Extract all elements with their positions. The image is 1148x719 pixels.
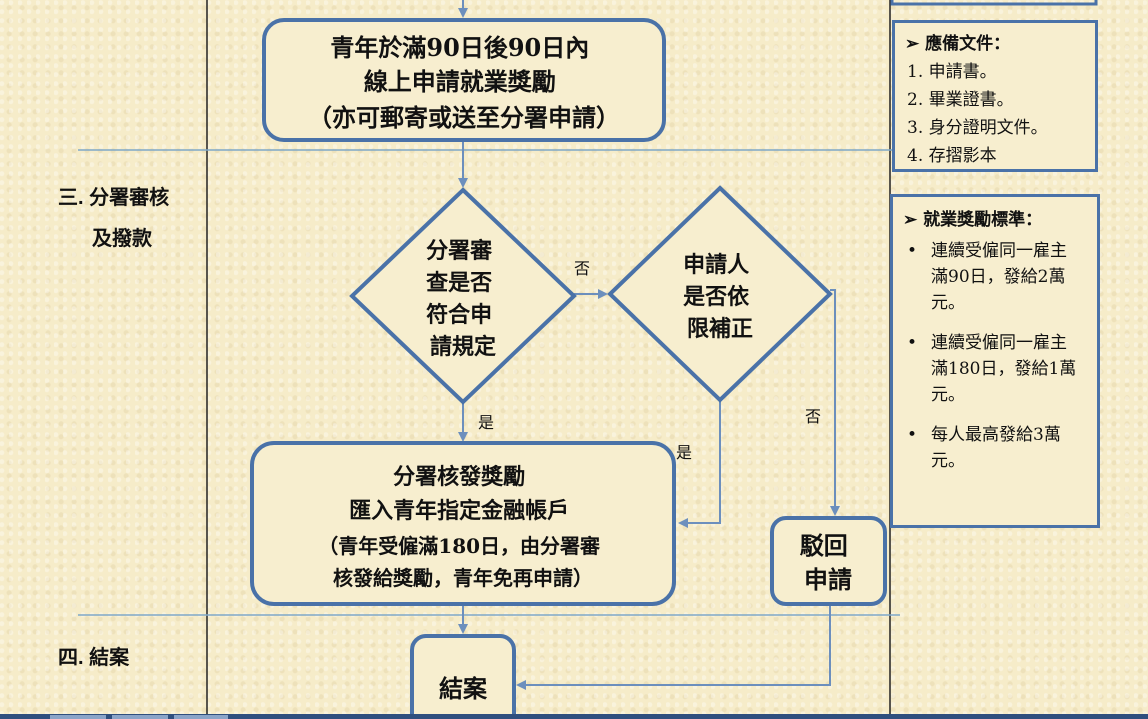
bullet-icon: • bbox=[907, 425, 918, 445]
apply-line-3: （亦可郵寄或送至分署申請） bbox=[308, 103, 620, 132]
stage-label-review-2: 及撥款 bbox=[92, 226, 153, 250]
standard-text: 連續受僱同一雇主滿90日，發給2萬元。 bbox=[931, 241, 1067, 313]
svg-text:青年於滿90日後90日內 線上申請就業獎勵: 青年於滿90日後90日內 線上申請就業獎勵 （亦可郵寄或送至分署申請） bbox=[308, 33, 620, 132]
previous-box-edge bbox=[890, 0, 1098, 6]
bullet-icon: • bbox=[907, 241, 918, 261]
bullet-icon: • bbox=[907, 333, 918, 353]
required-documents-list: 1. 申請書。 2. 畢業證書。 3. 身分證明文件。 4. 存摺影本 bbox=[895, 58, 1095, 170]
svg-text:分署審 查是否 符合申 請規定: 分署審 查是否 符合申 請規定 bbox=[426, 238, 500, 360]
taskbar-button[interactable] bbox=[112, 715, 168, 719]
standard-item: • 連續受僱同一雇主滿90日，發給2萬元。 bbox=[907, 238, 1097, 316]
standard-item: • 連續受僱同一雇主滿180日，發給1萬元。 bbox=[907, 330, 1097, 408]
incentive-standards-list: • 連續受僱同一雇主滿90日，發給2萬元。 • 連續受僱同一雇主滿180日，發給1萬… bbox=[893, 238, 1097, 474]
required-documents-box: ➢ 應備文件： 1. 申請書。 2. 畢業證書。 3. 身分證明文件。 4. 存… bbox=[892, 20, 1098, 172]
reject-line-2: 申請 bbox=[804, 565, 852, 594]
document-item: 3. 身分證明文件。 bbox=[907, 118, 1048, 138]
standard-item: • 每人最高發給3萬元。 bbox=[907, 422, 1097, 474]
label-review-yes: 是 bbox=[478, 413, 494, 432]
svg-text:分署核發獎勵 匯入青年指定金融帳戶 （青年受: 分署核發獎勵 匯入青年指定金融帳戶 （青年受僱滿180日，由分署審 核發給獎勵，… bbox=[318, 464, 607, 590]
arrow-reject-to-close bbox=[516, 606, 831, 690]
issue-line-1: 分署核發獎勵 bbox=[393, 464, 525, 490]
label-supplement-yes: 是 bbox=[676, 443, 692, 462]
arrow-supplement-no bbox=[830, 289, 840, 516]
review-line-3: 符合申 bbox=[426, 302, 492, 328]
apply-line-1: 青年於滿90日後90日內 bbox=[330, 33, 589, 62]
standard-text: 每人最高發給3萬元。 bbox=[931, 425, 1061, 471]
issue-node bbox=[250, 441, 676, 606]
stage-label-review-1: 三. 分署審核 bbox=[58, 185, 169, 209]
standard-text: 連續受僱同一雇主滿180日，發給1萬元。 bbox=[931, 333, 1077, 405]
close-node bbox=[410, 634, 516, 719]
review-line-4: 請規定 bbox=[430, 334, 496, 360]
svg-text:申請人 是否依 限補正: 申請人 是否依 限補正 bbox=[683, 252, 757, 342]
supplement-decision-node bbox=[607, 185, 833, 403]
supplement-line-3: 限補正 bbox=[687, 316, 753, 342]
supplement-line-2: 是否依 bbox=[683, 284, 750, 310]
document-item: 4. 存摺影本 bbox=[907, 146, 997, 166]
incentive-standards-box: ➢ 就業獎勵標準： • 連續受僱同一雇主滿90日，發給2萬元。 • 連續受僱同一雇主… bbox=[890, 194, 1100, 528]
label-review-no: 否 bbox=[574, 259, 590, 278]
apply-line-2: 線上申請就業獎勵 bbox=[364, 67, 556, 96]
close-label: 結案 bbox=[439, 674, 488, 703]
review-line-2: 查是否 bbox=[426, 270, 492, 296]
document-item: 2. 畢業證書。 bbox=[907, 90, 1014, 110]
arrow-supplement-yes bbox=[678, 400, 721, 528]
reject-line-1: 駁回 bbox=[800, 531, 848, 560]
svg-text:駁回 申請: 駁回 申請 bbox=[800, 531, 856, 594]
required-documents-title: ➢ 應備文件： bbox=[905, 34, 1011, 54]
reject-node bbox=[770, 516, 887, 606]
review-decision-node bbox=[349, 187, 577, 405]
taskbar-button[interactable] bbox=[50, 715, 106, 719]
review-line-1: 分署審 bbox=[426, 238, 493, 264]
stage-label-close: 四. 結案 bbox=[58, 645, 130, 669]
document-item: 1. 申請書。 bbox=[907, 62, 997, 82]
issue-line-2: 匯入青年指定金融帳戶 bbox=[349, 498, 569, 524]
issue-line-4: 核發給獎勵，青年免再申請） bbox=[333, 566, 593, 590]
taskbar bbox=[0, 714, 1148, 719]
apply-node bbox=[262, 18, 666, 142]
incentive-standards-title: ➢ 就業獎勵標準： bbox=[903, 210, 1043, 230]
issue-line-3: （青年受僱滿180日，由分署審 bbox=[318, 534, 601, 558]
taskbar-button[interactable] bbox=[174, 715, 228, 719]
label-supplement-no: 否 bbox=[805, 407, 821, 426]
supplement-line-1: 申請人 bbox=[683, 252, 749, 278]
